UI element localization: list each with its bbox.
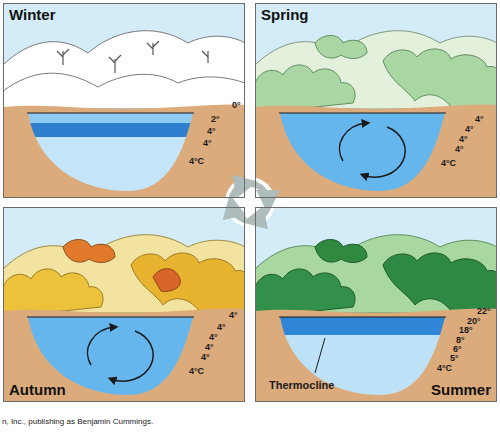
temperature-label: 4° <box>465 125 474 135</box>
season-panel: Summer <box>255 207 497 402</box>
temperature-label: 4° <box>201 353 210 363</box>
season-heading: Winter <box>9 7 56 24</box>
temperature-label: 4° <box>203 139 212 149</box>
temperature-label: 4° <box>217 323 226 333</box>
temperature-label: 4° <box>207 127 216 137</box>
autumn-scene <box>3 207 245 402</box>
season-panel: Autumn <box>3 207 245 402</box>
temperature-label: 4° <box>475 115 484 125</box>
season-panel: Winter <box>3 3 245 198</box>
season-heading: Autumn <box>9 382 66 399</box>
season-panel: Spring <box>255 3 497 198</box>
temperature-label: 0° <box>232 101 241 111</box>
season-heading: Spring <box>261 7 309 24</box>
temperature-label: 4° <box>209 333 218 343</box>
temperature-label: 4°C <box>441 159 456 169</box>
spring-scene <box>255 3 497 198</box>
summer-scene <box>255 207 497 402</box>
temperature-label: 22° <box>477 307 491 317</box>
temperature-label: 18° <box>459 326 473 336</box>
temperature-label: 5° <box>450 354 459 364</box>
credit-line: n, Inc., publishing as Benjamin Cummings… <box>2 418 153 427</box>
temperature-label: 4°C <box>189 367 204 377</box>
season-heading: Summer <box>431 382 491 399</box>
layer-label: Thermocline <box>269 379 334 391</box>
temperature-label: 2° <box>211 115 220 125</box>
temperature-label: 4°C <box>189 157 204 167</box>
temperature-label: 4° <box>459 135 468 145</box>
temperature-label: 4°C <box>437 364 452 374</box>
temperature-label: 4° <box>455 145 464 155</box>
winter-scene <box>3 3 245 198</box>
temperature-label: 4° <box>205 343 214 353</box>
temperature-label: 4° <box>229 311 238 321</box>
cycle-symbol <box>225 177 275 227</box>
